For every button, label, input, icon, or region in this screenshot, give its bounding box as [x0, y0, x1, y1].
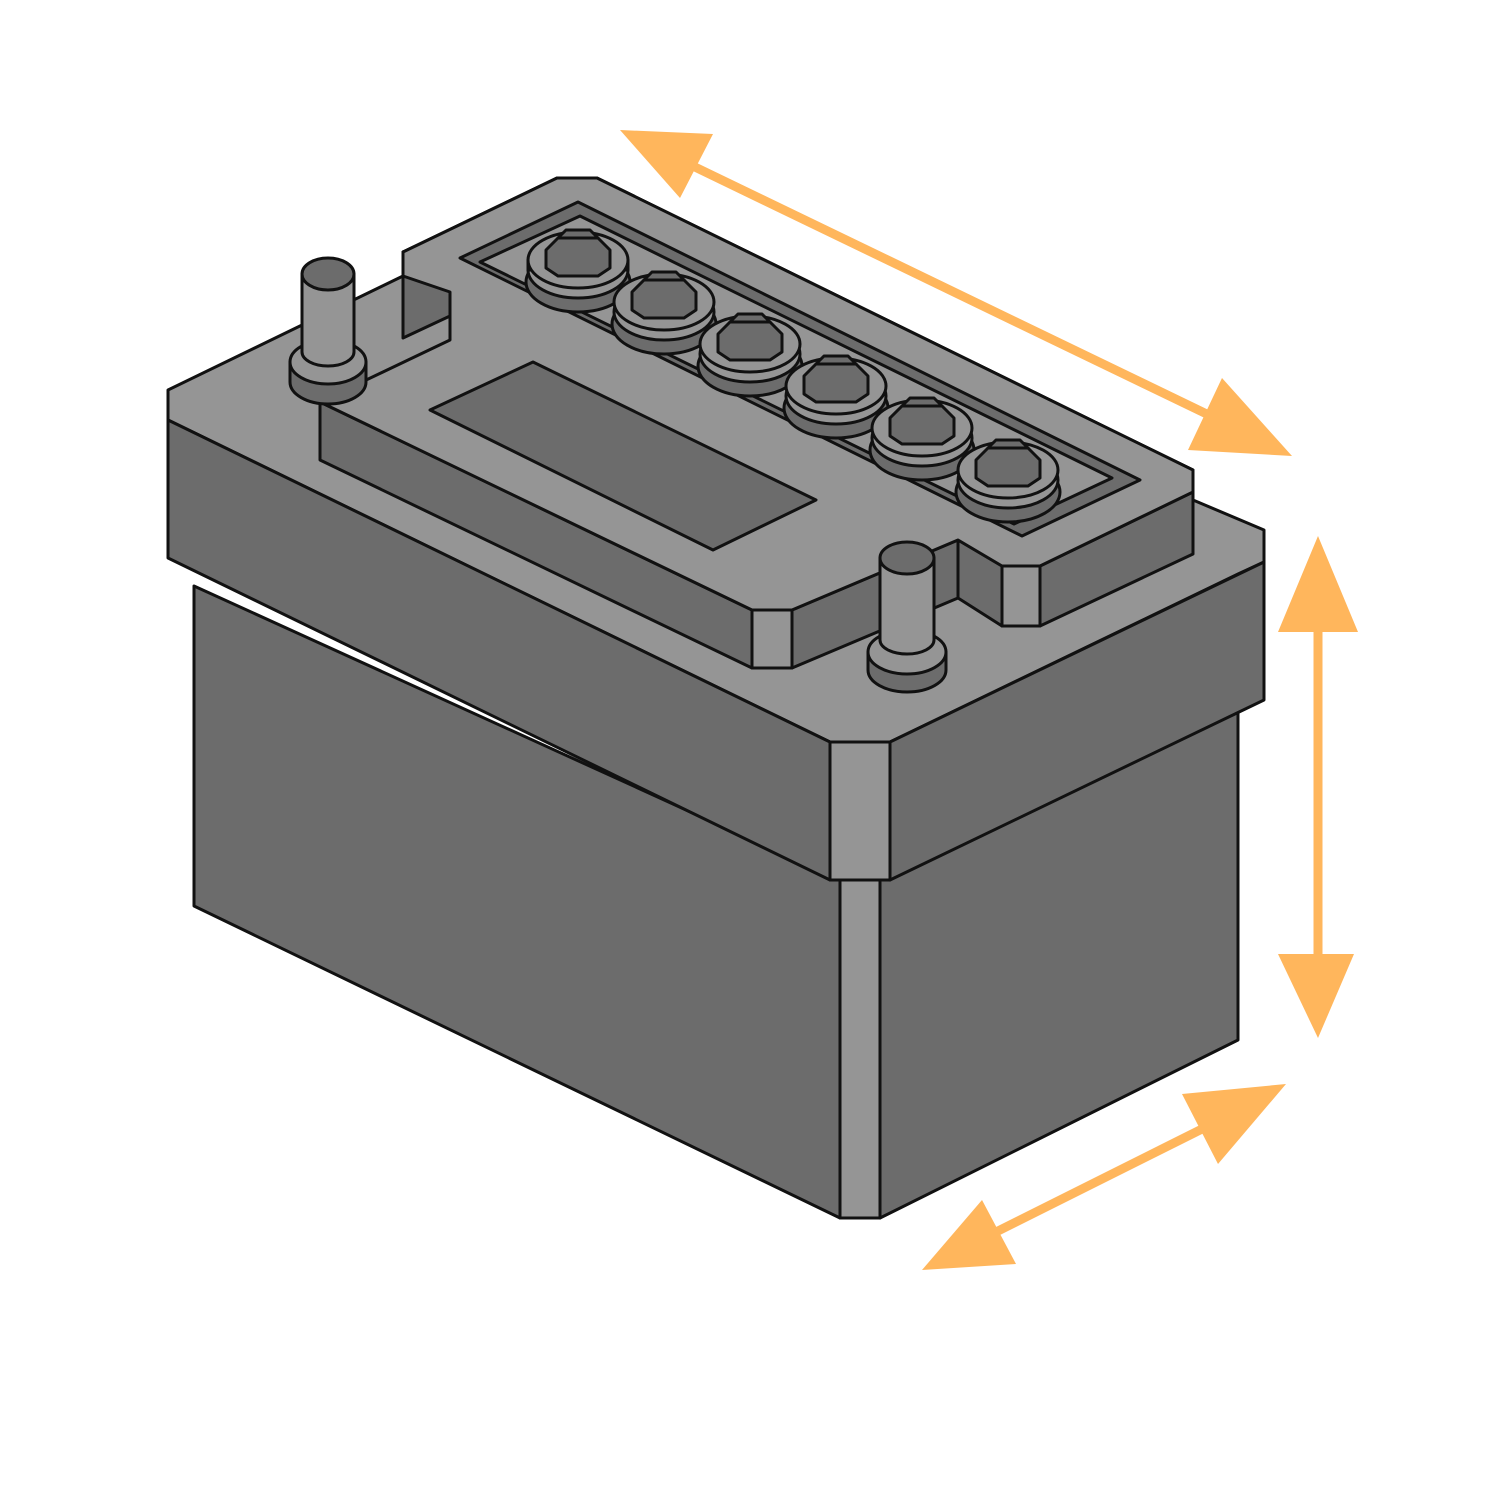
cell-caps — [524, 228, 1062, 524]
cell-cap — [524, 228, 632, 314]
battery-case — [192, 584, 1240, 1220]
lid-corner-rim — [828, 740, 892, 882]
plateau-wall-corner — [750, 608, 794, 670]
cap-bolt-icon — [802, 362, 870, 404]
cell-cap — [954, 438, 1062, 524]
terminal-left — [288, 256, 368, 406]
lid-side-rim — [888, 560, 1266, 882]
cap-bolt-icon — [974, 446, 1042, 488]
label-panel — [428, 360, 818, 552]
height-arrow-icon — [1278, 536, 1358, 1038]
width-arrow-icon — [922, 1084, 1286, 1270]
cell-cap — [868, 396, 976, 482]
cap-bolt-icon — [544, 236, 612, 278]
cell-cap — [610, 270, 718, 356]
cap-bolt-icon — [630, 278, 698, 320]
case-corner-strip — [838, 878, 882, 1220]
cap-bolt-icon — [888, 404, 956, 446]
cap-bolt-icon — [716, 320, 784, 362]
length-arrow-icon — [620, 130, 1292, 456]
cell-cap — [782, 354, 890, 440]
terminal-right — [866, 540, 948, 694]
plateau-notch-corner — [1000, 564, 1042, 628]
cell-cap — [696, 312, 804, 398]
